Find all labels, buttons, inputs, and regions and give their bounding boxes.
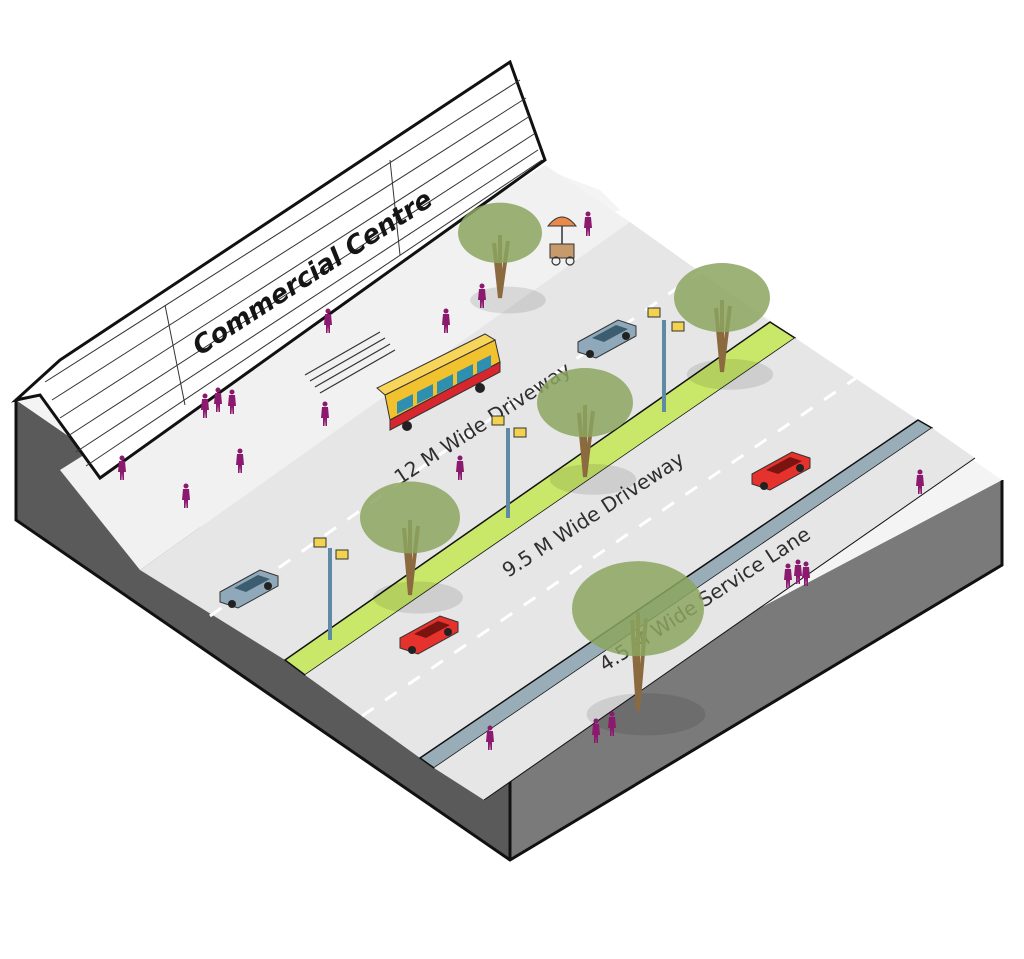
pedestrian-icon: [456, 455, 464, 480]
service-lane-edge: [483, 457, 976, 801]
pedestrian-icon: [584, 211, 592, 236]
car-icon: [577, 319, 637, 359]
pedestrian-icon: [182, 483, 190, 508]
pedestrian-icon: [201, 393, 209, 418]
pedestrian-icon: [486, 725, 494, 750]
car-icon: [751, 451, 811, 491]
building-floor-lines: [44, 79, 543, 467]
pedestrian-icon: [916, 469, 924, 494]
pedestrian-icon: [321, 401, 329, 426]
building-plaza: [60, 165, 630, 570]
pedestrian-icon: [794, 559, 802, 584]
pedestrian-icon: [118, 455, 126, 480]
pedestrian-icon: [236, 448, 244, 473]
service-lane-surface: [434, 428, 975, 800]
tree-icon: [537, 368, 637, 495]
street-lamp-icon: [313, 537, 349, 640]
tree-icon: [360, 481, 463, 614]
vendor-cart-icon: [546, 216, 578, 266]
pedestrian-icon: [478, 283, 486, 308]
pedestrian-icon: [608, 711, 616, 736]
pedestrian-icon: [802, 561, 810, 586]
pedestrian-icon: [228, 389, 236, 414]
pedestrian-icon: [214, 387, 222, 412]
pedestrian-icon: [442, 308, 450, 333]
building-facade: [10, 59, 547, 481]
street-lamp-icon: [647, 307, 685, 412]
pedestrian-icon: [592, 718, 600, 743]
street-lamp-icon: [491, 415, 527, 518]
soil-block-right-face: [510, 480, 1002, 860]
car-icon: [399, 615, 459, 655]
tree-icon: [572, 561, 706, 736]
tree-icon: [458, 202, 546, 314]
pedestrian-icon: [324, 308, 332, 333]
car-icon: [219, 569, 279, 609]
building-steps: [304, 331, 396, 394]
bus-icon: [376, 333, 501, 431]
pedestrian-icon: [784, 563, 792, 588]
tree-icon: [674, 263, 774, 390]
driveway-9-5m-surface: [305, 338, 918, 758]
